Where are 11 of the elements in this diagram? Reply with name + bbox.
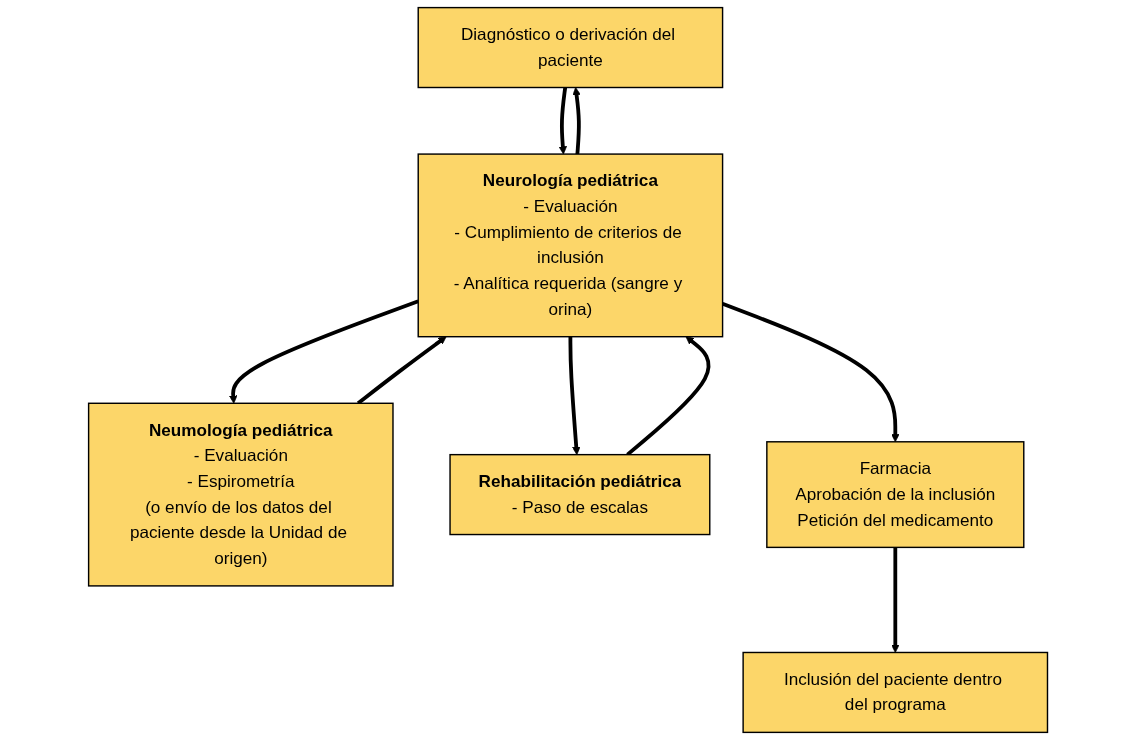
node-box: Rehabilitación pediátrica - Paso de escalas (449, 453, 711, 536)
arrow (559, 87, 568, 155)
arrow (891, 547, 900, 653)
arrow (568, 336, 581, 455)
node-box: Farmacia Aprobación de la inclusión Petición del medicamento (766, 441, 1025, 549)
arrow (572, 87, 582, 155)
node-box: Inclusión del paciente dentro del programa (742, 651, 1049, 734)
arrow (357, 336, 447, 405)
node-box: Neurología pediátrica - Evaluación - Cumplimiento de criterios de inclusión - Analítica requerida (sangre y orina) (417, 153, 724, 338)
node-box: Diagnóstico o derivación del paciente (417, 6, 724, 89)
node-box: Neumología pediátrica - Evaluación - Espirometría (o envío de los datos del paciente desde la Unidad de origen) (88, 402, 395, 587)
